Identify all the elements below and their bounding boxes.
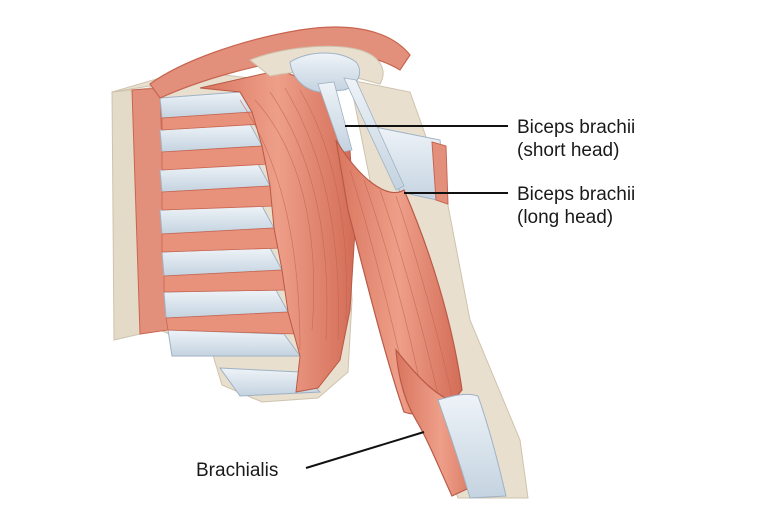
long-head-tendon [343, 77, 405, 191]
label-biceps-long-head: Biceps brachii (long head) [517, 183, 635, 229]
label-short-head-line1: Biceps brachii [517, 117, 636, 138]
short-head-tendon [317, 81, 353, 153]
label-long-head-line1: Biceps brachii [517, 184, 636, 205]
leader-line-brachialis [305, 431, 425, 469]
label-biceps-short-head: Biceps brachii (short head) [517, 116, 635, 162]
intercostal-muscles [161, 111, 297, 335]
clavicle [149, 26, 411, 99]
tendon-block-end [431, 141, 449, 205]
label-brachialis-text: Brachialis [196, 460, 279, 481]
coracoid-process [289, 52, 360, 93]
label-long-head-line2: (long head) [517, 207, 614, 228]
biceps-muscle [335, 139, 463, 415]
muscle-fibers [239, 87, 347, 351]
label-short-head-line2: (short head) [517, 140, 620, 161]
distal-tendon [437, 393, 507, 499]
label-brachialis: Brachialis [196, 459, 278, 482]
